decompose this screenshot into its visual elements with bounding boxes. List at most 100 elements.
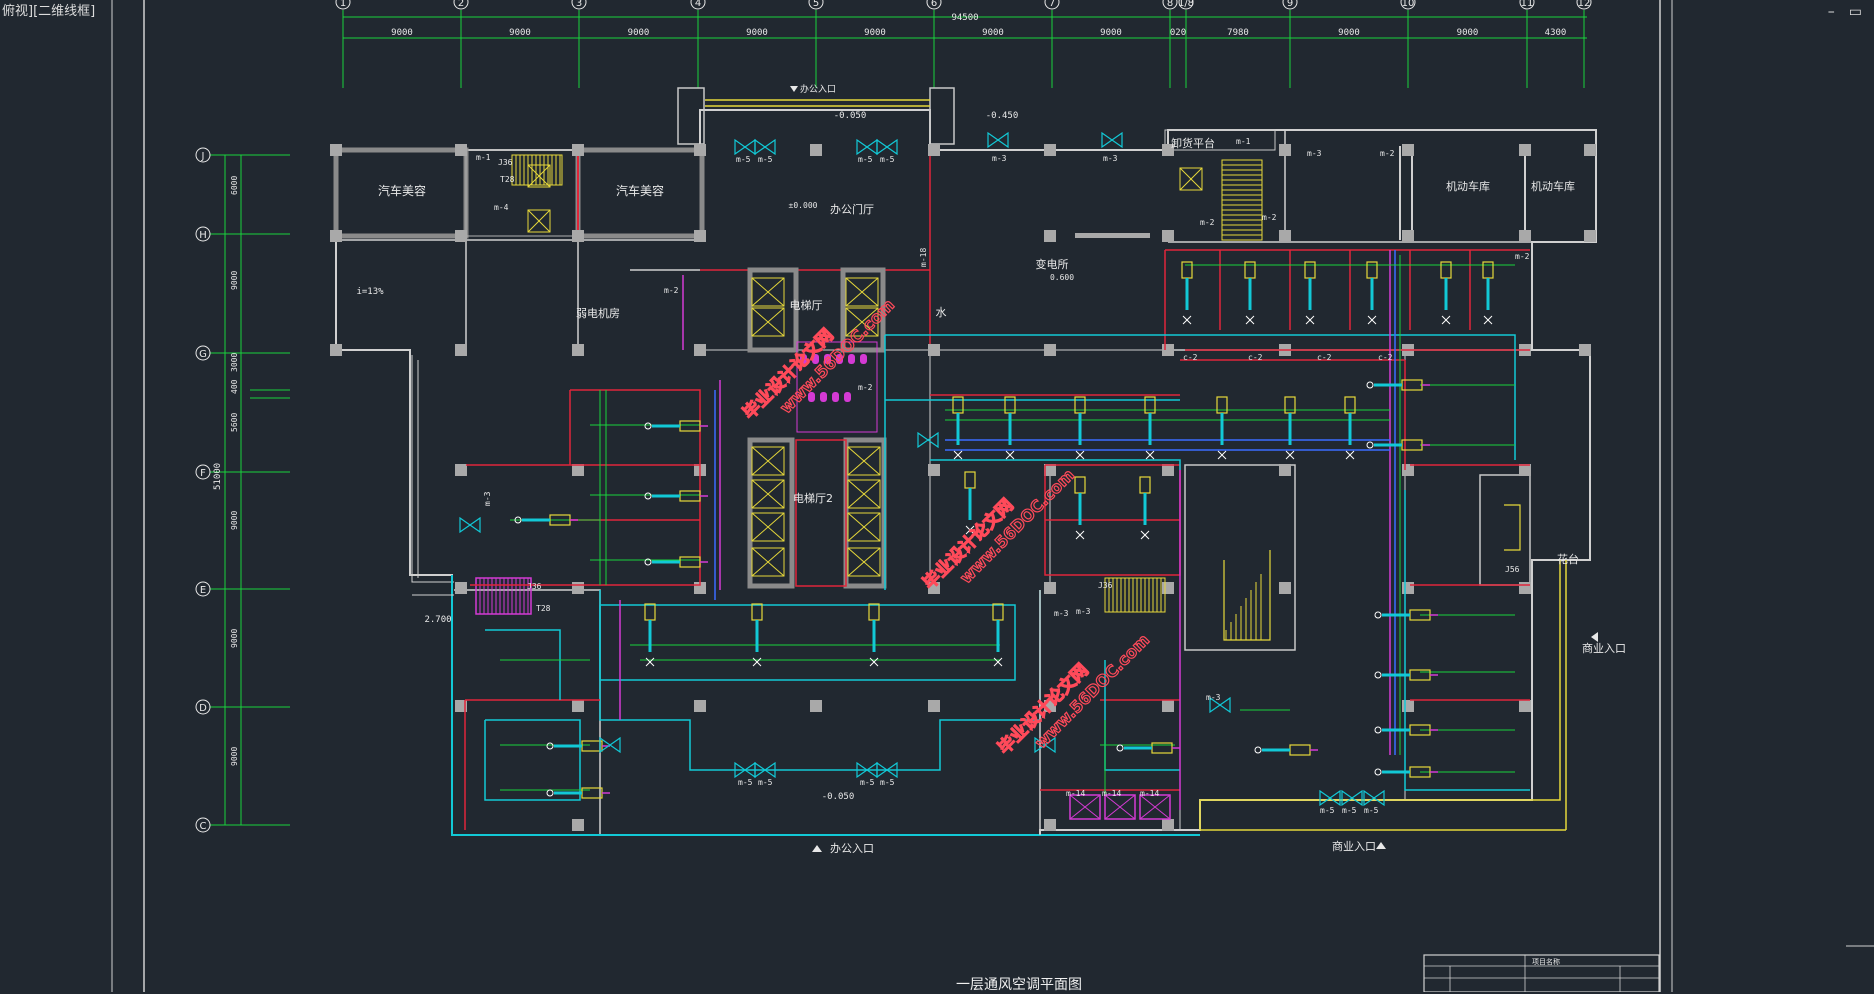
structural-column — [1162, 582, 1174, 594]
air-diffuser — [459, 516, 481, 534]
fan-coil-unit — [644, 420, 708, 432]
structural-column — [1519, 464, 1531, 476]
column-axis-label: 10 — [1402, 0, 1415, 9]
elevator-shafts — [527, 164, 1203, 820]
viewport-label[interactable]: 俯视][二维线框] — [2, 4, 96, 19]
fan-coil-unit — [992, 603, 1004, 667]
structural-column — [1279, 464, 1291, 476]
structural-column — [330, 230, 342, 242]
structural-column — [1044, 819, 1056, 831]
structural-column — [928, 144, 940, 156]
structural-column — [572, 144, 584, 156]
structural-column — [1402, 230, 1414, 242]
drawing-title: 一层通风空调平面图 — [956, 977, 1082, 993]
equipment-tag: J36 — [498, 158, 513, 167]
equipment-tag: J56 — [1505, 565, 1520, 574]
room-label-car-beauty-1: 汽车美容 — [378, 183, 426, 198]
column-dimension: 9000 — [1457, 28, 1479, 38]
room-label-water: 水 — [936, 306, 947, 319]
air-diffuser — [987, 131, 1009, 149]
left-dimension-chain: 51000 — [213, 155, 242, 825]
air-diffuser — [734, 138, 756, 156]
fan-coil-unit — [964, 471, 976, 535]
equipment-tag: m-4 — [494, 203, 509, 212]
structural-column — [810, 700, 822, 712]
structural-column — [1402, 582, 1414, 594]
fan-coil-unit — [1366, 439, 1430, 451]
minimize-icon[interactable]: – — [1827, 4, 1835, 20]
fan-coil-unit — [1216, 396, 1228, 460]
equipment-tag: m-5 — [758, 778, 773, 787]
structural-column — [1579, 344, 1591, 356]
structural-column — [1279, 144, 1291, 156]
fan-coil-unit — [1304, 261, 1316, 325]
title-block: 项目名称 — [1423, 954, 1660, 992]
equipment-tag: T28 — [500, 175, 515, 184]
elevator-shaft — [751, 307, 785, 337]
structural-column — [1162, 344, 1174, 356]
structural-column — [694, 144, 706, 156]
row-dimension: 3000 — [230, 353, 239, 372]
structural-column — [928, 700, 940, 712]
structural-column — [1519, 582, 1531, 594]
entrance-top: 办公入口 — [800, 83, 836, 95]
entrance-commercial-bottom: 商业入口 — [1332, 839, 1376, 853]
watermarks: 毕业设计论文网 www.56DOC.com 毕业设计论文网 www.56DOC.… — [738, 295, 1154, 760]
elevator-shaft — [845, 307, 879, 337]
equipment-tag: m-18 — [919, 248, 928, 267]
air-diffuser — [876, 761, 898, 779]
air-diffuser — [599, 736, 621, 754]
structural-column — [694, 700, 706, 712]
structural-column — [1162, 464, 1174, 476]
top-dimension-chain: 94500 — [343, 13, 1587, 39]
structural-column — [1584, 144, 1596, 156]
equipment-tag: T28 — [536, 604, 551, 613]
fan-coil-unit — [1144, 396, 1156, 460]
fan-coil-unit — [1254, 744, 1318, 756]
fan-coil-unit — [1181, 261, 1193, 325]
air-diffuser — [754, 761, 776, 779]
level-mark: -0.450 — [986, 111, 1019, 121]
equipment-tag: m-5 — [1342, 806, 1357, 815]
equipment-tag: m-3 — [992, 154, 1007, 163]
restore-icon[interactable]: ▭ — [1848, 4, 1862, 20]
room-label-elevator-hall-2: 电梯厅2 — [793, 492, 833, 505]
air-ducts — [464, 249, 1530, 830]
column-dimension: 020 — [1170, 28, 1186, 38]
structural-column — [1519, 144, 1531, 156]
fan-coil-unit — [868, 603, 880, 667]
level-mark: 0.600 — [1050, 273, 1074, 282]
column-axis-label: 12 — [1578, 0, 1591, 9]
elevator-shaft — [847, 446, 881, 476]
structural-column — [810, 144, 822, 156]
column-axis-label: 1 — [340, 0, 346, 9]
room-label-car-beauty-2: 汽车美容 — [616, 183, 664, 198]
sheet-frame — [111, 0, 1874, 992]
column-axis-label: 5 — [813, 0, 819, 9]
row-axis-label: G — [199, 349, 207, 360]
row-axis-label: F — [200, 468, 206, 479]
structural-column — [572, 230, 584, 242]
equipment-tag: m-5 — [738, 778, 753, 787]
column-axis-label: 11 — [1521, 0, 1534, 9]
fan-coil-unit — [514, 514, 578, 526]
fan-coil-unit — [644, 603, 656, 667]
row-total-dimension: 51000 — [213, 463, 223, 490]
equipment-tag: m-2 — [1262, 213, 1277, 222]
row-axis-label: J — [201, 151, 205, 162]
overall-dimension: 94500 — [951, 13, 978, 23]
row-dimension: 5600 — [230, 413, 239, 432]
equipment-tag: m-3 — [1206, 693, 1221, 702]
stairs — [475, 154, 1521, 641]
fan-coil-unit — [1374, 669, 1438, 681]
entrance-arrow-icon — [790, 86, 798, 92]
column-dimension: 7980 — [1227, 28, 1249, 38]
structural-column — [1044, 582, 1056, 594]
structural-column — [1044, 344, 1056, 356]
fan-coil-unit — [1074, 396, 1086, 460]
room-label-substation: 变电所 — [1036, 257, 1069, 271]
air-diffuser — [754, 138, 776, 156]
air-diffuser — [856, 138, 878, 156]
